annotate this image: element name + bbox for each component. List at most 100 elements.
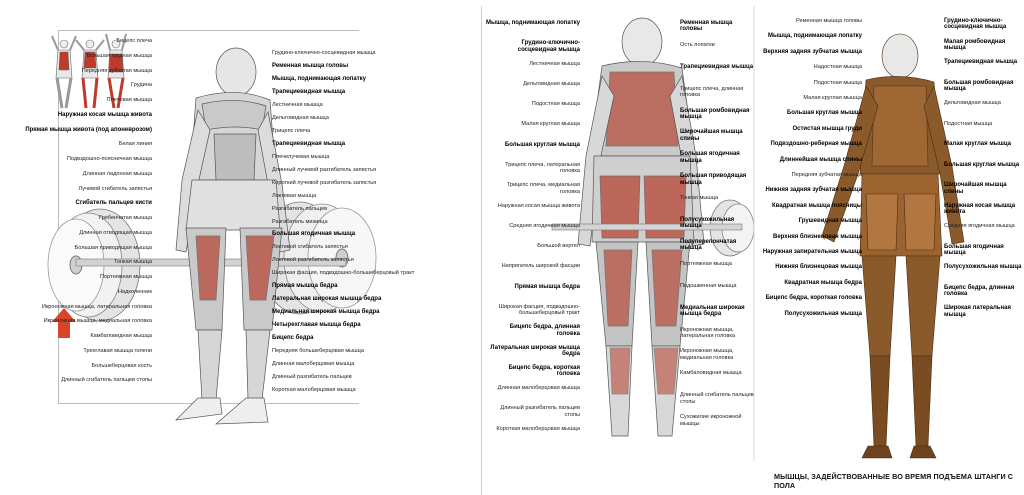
muscle-label: Ременная мышца головы [680,20,756,33]
muscle-label: Локтевой сгибатель запястья [272,244,468,250]
muscle-label: Широкая фасция, подвздошно-большеберцовы… [486,304,580,317]
muscle-label: Полусухожильная мышца [944,264,1024,270]
muscle-label: Прямая мышца живота (под апоневрозом) [20,127,152,133]
muscle-label: Длинный сгибатель пальцев стопы [680,392,756,405]
muscle-label: Квадратная мышца бедра [758,280,862,286]
back-deadlift-panel: Мышца, поднимающая лопатку Грудино-ключич… [481,6,1024,495]
muscle-label: Трицепс плеча, длинная головка [680,86,756,99]
muscle-label: Большая ягодичная мышца [944,244,1024,257]
muscle-label: Бицепс бедра, короткая головка [758,295,862,301]
muscle-label: Сухожилие икроножной мышцы [680,414,756,427]
muscle-label: Прямая мышца бедра [486,284,580,290]
muscle-label: Длинная малоберцовая мышца [272,361,468,367]
muscle-label: Большая круглая мышца [486,142,580,148]
muscle-label: Широкая латеральная мышца [944,305,1024,318]
muscle-label: Грушевидная мышца [758,218,862,224]
muscle-label: Грудино-ключично-сосцевидная мышца [944,18,1024,31]
muscle-label: Икроножная мышца, латеральная головка [20,304,152,310]
muscle-label: Малая круглая мышца [486,121,580,127]
muscle-label: Мышца, поднимающая лопатку [486,20,580,26]
muscle-label: Бицепс бедра, длинная головка [486,324,580,337]
muscle-label: Бицепс бедра [272,335,468,341]
muscle-label: Грудина [20,82,152,88]
muscle-label: Подвздошно-поясничная мышца [20,156,152,162]
muscle-label: Трицепс плеча, медиальная головка [486,182,580,195]
muscle-label: Наружная запирательная мышца [758,249,862,255]
muscle-label: Наружная косая мышца живота [486,203,580,209]
muscle-label: Надостная мышца [758,64,862,70]
muscle-label: Малая круглая мышца [758,95,862,101]
muscle-label: Трицепс плеча [272,128,468,134]
muscle-label: Длинная ладонная мышца [20,171,152,177]
muscle-label: Длиннейшая мышца спины [758,157,862,163]
muscle-label: Напрягатель широкой фасции [486,263,580,269]
muscle-label: Трапециевидная мышца [680,64,756,70]
muscle-label: Полуперепончатая мышца [680,239,756,252]
muscle-label: Локтевой разгибатель запястья [272,257,468,263]
muscle-label: Большая круглая мышца [944,162,1024,168]
muscle-label: Мышца, поднимающая лопатку [272,76,468,82]
muscle-label: Лестничная мышца [272,102,468,108]
muscle-label: Квадратная мышца поясницы [758,203,862,209]
muscle-label: Трицепс плеча, латеральная головка [486,162,580,175]
muscle-label: Тонкая мышца [680,195,756,201]
muscle-label: Средняя ягодичная мышца [944,223,1024,229]
muscle-label: Портняжная мышца [680,261,756,267]
muscle-label: Гребенчатая мышца [20,215,152,221]
muscle-label: Икроножная мышца, латеральная головка [680,327,756,340]
muscle-label: Широчайшая мышца спины [944,182,1024,195]
muscle-label: Ость лопатки [680,42,756,48]
muscle-label: Верхняя задняя зубчатая мышца [758,49,862,55]
muscle-label: Нижняя задняя зубчатая мышца [758,187,862,193]
muscle-label: Малая круглая мышца [944,141,1024,147]
muscle-label: Большая круглая мышца [758,110,862,116]
muscle-label: Медиальная широкая мышца бедра [272,309,468,315]
muscle-label: Трапециевидная мышца [944,59,1024,65]
muscle-label: Короткий лучевой разгибатель запястья [272,180,468,186]
muscle-label: Подвздошно-реберная мышца [758,141,862,147]
muscle-label: Четырехглавая мышца бедра [272,322,468,328]
muscle-label: Большая ягодичная мышца [680,151,756,164]
muscle-label: Короткая малоберцовая мышца [486,426,580,432]
muscle-label: Медиальная широкая мышца бедра [680,305,756,318]
muscle-label: Икроножная мышца, медиальная головка [20,318,152,324]
muscle-label: Дельтовидная мышца [272,115,468,121]
muscle-label: Длинный сгибатель пальцев стопы [20,377,152,383]
muscle-label: Лучевой сгибатель запястья [20,186,152,192]
muscle-label: Большая ромбовидная мышца [944,80,1024,93]
muscle-label: Плечелучевая мышца [272,154,468,160]
muscle-label: Большой вертел [486,243,580,249]
muscle-label: Тонкая мышца [20,259,152,265]
muscle-label: Длинная отводящая мышца [20,230,152,236]
muscle-label: Остистая мышца груди [758,126,862,132]
muscle-label: Подостная мышца [944,121,1024,127]
muscle-label: Камбаловидная мышца [20,333,152,339]
muscle-label: Большая ромбовидная мышца [680,108,756,121]
muscle-label: Бицепс плеча [20,38,152,44]
muscle-label: Мышца, поднимающая лопатку [758,33,862,39]
muscle-label: Трапециевидная мышца [272,89,468,95]
muscle-label: Длинный разгибатель пальцев стопы [486,405,580,418]
muscle-label: Средняя ягодичная мышца [486,223,580,229]
muscle-label: Нижняя близнецовая мышца [758,264,862,270]
muscle-label: Подошвенная мышца [680,283,756,289]
muscle-label: Передняя большеберцовая мышца [272,348,468,354]
muscle-label: Трехглавая мышца голени [20,348,152,354]
muscle-label: Большая приводящая мышца [20,245,152,251]
muscle-label: Большая ягодичная мышца [272,231,468,237]
muscle-label: Наружная косая мышца живота [20,112,152,118]
muscle-label: Дельтовидная мышца [944,100,1024,106]
muscle-label: Большая приводящая мышца [680,173,756,186]
muscle-label: Длинная малоберцовая мышца [486,385,580,391]
muscle-label: Верхняя близнецовая мышца [758,234,862,240]
muscle-label: Белая линия [20,141,152,147]
muscle-label: Короткая малоберцовая мышца [272,387,468,393]
muscle-label: Ременная мышца головы [272,63,468,69]
muscle-label: Плечевая мышца [20,97,152,103]
figure-caption: МЫШЦЫ, ЗАДЕЙСТВОВАННЫЕ ВО ВРЕМЯ ПОДЪЕМА … [774,472,1024,490]
muscle-label: Бицепс бедра, длинная головка [944,285,1024,298]
muscle-label: Портняжная мышца [20,274,152,280]
muscle-label: Камбаловидная мышца [680,370,756,376]
muscle-label: Латеральная широкая мышца бедра [272,296,468,302]
